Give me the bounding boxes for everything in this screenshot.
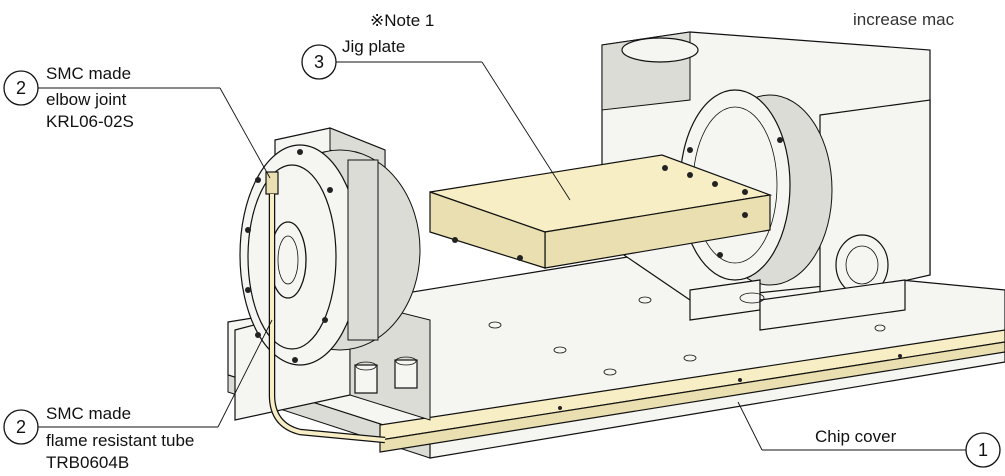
callout-number: 1: [978, 440, 988, 460]
callout-number: 2: [16, 78, 26, 98]
callout-chip-cover: 1: [965, 432, 1001, 468]
note-label: ※Note 1: [370, 11, 434, 30]
elbow-label-line3: KRL06-02S: [46, 112, 134, 131]
callout-elbow-joint: 2: [3, 70, 39, 106]
elbow-joint-tube: [265, 171, 386, 444]
tube-label-line1: SMC made: [46, 404, 131, 423]
elbow-label-line1: SMC made: [46, 64, 131, 83]
chip-cover-label: Chip cover: [815, 427, 897, 446]
jig-plate-label: Jig plate: [342, 37, 405, 56]
tube-label-line2: flame resistant tube: [46, 431, 194, 450]
jig-plate: [429, 154, 773, 269]
callout-number: 3: [314, 52, 324, 72]
leader-lines: [38, 61, 966, 451]
top-right-fragment-text: increase mac: [853, 10, 955, 29]
callout-jig-plate: 3: [301, 44, 337, 80]
tube-label-line3: TRB0604B: [46, 453, 129, 472]
callout-number: 2: [16, 417, 26, 437]
chip-cover: [379, 329, 1005, 453]
elbow-label-line2: elbow joint: [46, 90, 127, 109]
callout-tube: 2: [3, 409, 39, 445]
